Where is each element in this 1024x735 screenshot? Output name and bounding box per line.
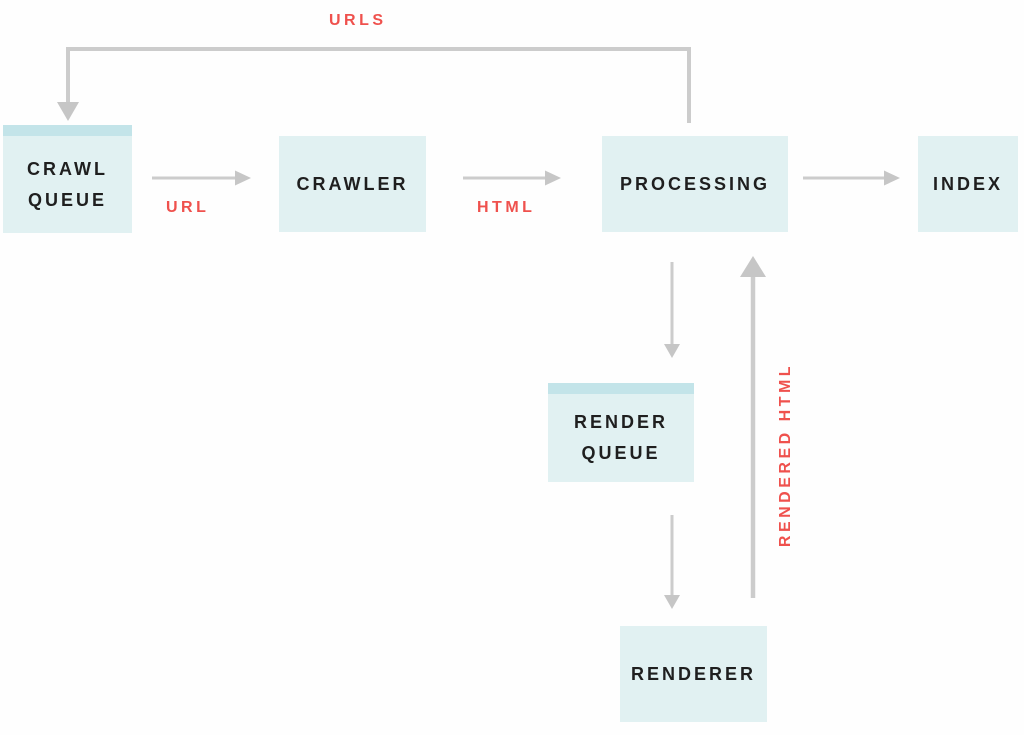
node-processing: PROCESSING [602, 136, 788, 232]
render-queue-label-line1: RENDER [573, 412, 668, 433]
edge-label-html: HTML [477, 199, 536, 216]
edge-processing-to-index [803, 170, 900, 186]
edge-renderer-to-processing [740, 256, 766, 598]
edge-label-rendered-html: RENDERED HTML [777, 362, 794, 548]
processing-label: PROCESSING [619, 173, 771, 194]
renderer-label: RENDERER [630, 663, 756, 684]
node-render-queue: RENDER QUEUE [548, 383, 694, 482]
edge-processing-to-render-queue [664, 262, 680, 358]
crawl-queue-label-line2: QUEUE [27, 189, 107, 210]
crawler-label: CRAWLER [296, 173, 409, 194]
node-crawler: CRAWLER [279, 136, 426, 232]
node-renderer: RENDERER [620, 626, 767, 722]
crawl-queue-label-line1: CRAWL [27, 158, 108, 179]
render-queue-header-strip [548, 383, 694, 394]
edge-label-urls: URLS [329, 12, 387, 29]
edge-crawler-to-processing [463, 170, 561, 186]
node-crawl-queue: CRAWL QUEUE [3, 125, 132, 233]
index-label: INDEX [932, 173, 1003, 194]
crawl-queue-label: CRAWL QUEUE [3, 136, 132, 233]
render-queue-label-line2: QUEUE [581, 443, 661, 463]
edge-render-queue-to-renderer [664, 515, 680, 609]
edge-crawl-queue-to-crawler [152, 170, 251, 186]
edge-processing-to-crawl-queue [57, 47, 691, 123]
render-queue-label: RENDER QUEUE [548, 394, 694, 482]
crawl-queue-header-strip [3, 125, 132, 136]
node-index: INDEX [918, 136, 1018, 232]
edge-label-url: URL [166, 199, 210, 216]
